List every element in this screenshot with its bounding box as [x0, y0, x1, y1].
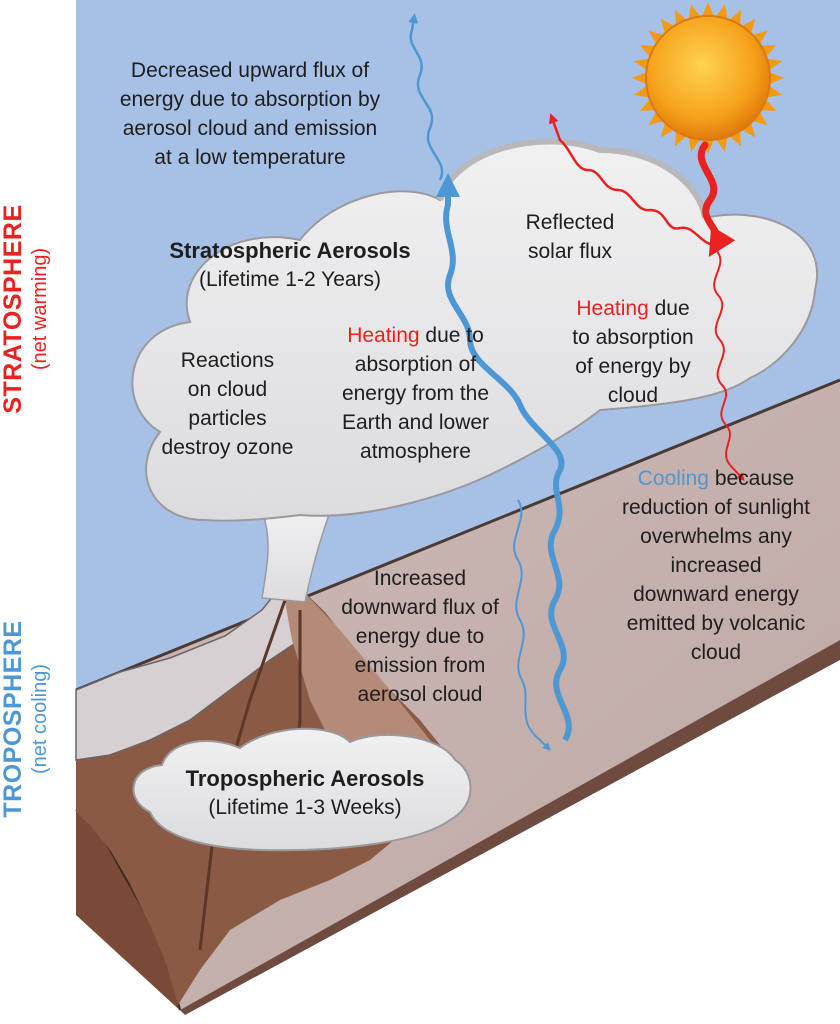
upward-flux-label: Decreased upward flux of energy due to a… — [119, 59, 381, 169]
tropospheric-cloud — [132, 727, 472, 852]
downward-infrared-arrow — [513, 499, 551, 751]
upward-infrared-arrow — [436, 173, 572, 742]
heating-earth-label: Heating due to absorption of energy from… — [341, 324, 490, 463]
troposphere-side-label: TROPOSPHERE (net cooling) — [0, 559, 52, 879]
stratospheric-aerosols-label: Stratospheric Aerosols (Lifetime 1-2 Yea… — [140, 236, 440, 294]
stratosphere-side-label: STRATOSPHERE (net warming) — [0, 149, 52, 469]
ground-cross-section — [76, 810, 185, 1015]
stratospheric-aerosols-lifetime: (Lifetime 1-2 Years) — [198, 268, 382, 291]
tropospheric-aerosols-label: Tropospheric Aerosols (Lifetime 1-3 Week… — [165, 764, 445, 822]
cooling-label: Cooling because reduction of sunlight ov… — [622, 467, 810, 664]
ground-front-edge — [75, 378, 840, 692]
stratosphere-title: STRATOSPHERE — [0, 204, 27, 414]
stratospheric-cloud-rim — [437, 138, 708, 219]
ozone-reactions-label: Reactions on cloud particles destroy ozo… — [161, 349, 294, 459]
tropospheric-aerosols-title: Tropospheric Aerosols — [185, 766, 425, 791]
troposphere-title: TROPOSPHERE — [0, 620, 27, 818]
reflected-solar-label: Reflected solar flux — [525, 211, 615, 263]
tropospheric-aerosols-lifetime: (Lifetime 1-3 Weeks) — [208, 796, 402, 819]
escaping-infrared-arrow — [408, 13, 444, 181]
heating-cloud-label: Heating due to absorption of energy by c… — [572, 297, 694, 407]
downward-flux-label: Increased downward flux of energy due to… — [341, 567, 499, 706]
stratospheric-aerosols-title: Stratospheric Aerosols — [169, 238, 411, 263]
transmitted-solar-arrow — [713, 249, 745, 481]
stratosphere-subtitle: (net warming) — [29, 247, 51, 371]
reflected-solar-arrow — [549, 113, 717, 247]
sun-icon — [632, 2, 784, 154]
ground-right-edge — [180, 640, 840, 1015]
troposphere-subtitle: (net cooling) — [29, 663, 51, 775]
incoming-solar-arrow — [697, 141, 736, 258]
